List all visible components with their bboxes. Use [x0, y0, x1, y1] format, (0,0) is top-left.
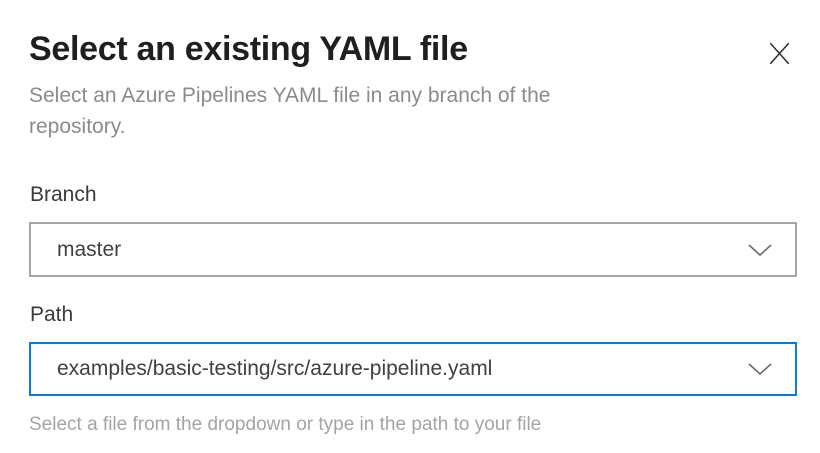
close-icon	[767, 41, 792, 69]
path-combobox[interactable]	[29, 342, 797, 396]
chevron-down-icon[interactable]	[747, 362, 773, 376]
branch-label: Branch	[30, 183, 97, 206]
dialog-title: Select an existing YAML file	[29, 30, 468, 68]
path-input[interactable]	[31, 344, 747, 394]
path-label: Path	[30, 303, 74, 326]
chevron-down-icon[interactable]	[747, 243, 773, 257]
branch-dropdown-value: master	[57, 237, 122, 261]
branch-dropdown[interactable]: master	[29, 222, 797, 277]
path-helper-text: Select a file from the dropdown or type …	[29, 414, 542, 435]
close-button[interactable]	[764, 40, 794, 70]
dialog-subtitle: Select an Azure Pipelines YAML file in a…	[29, 84, 551, 138]
